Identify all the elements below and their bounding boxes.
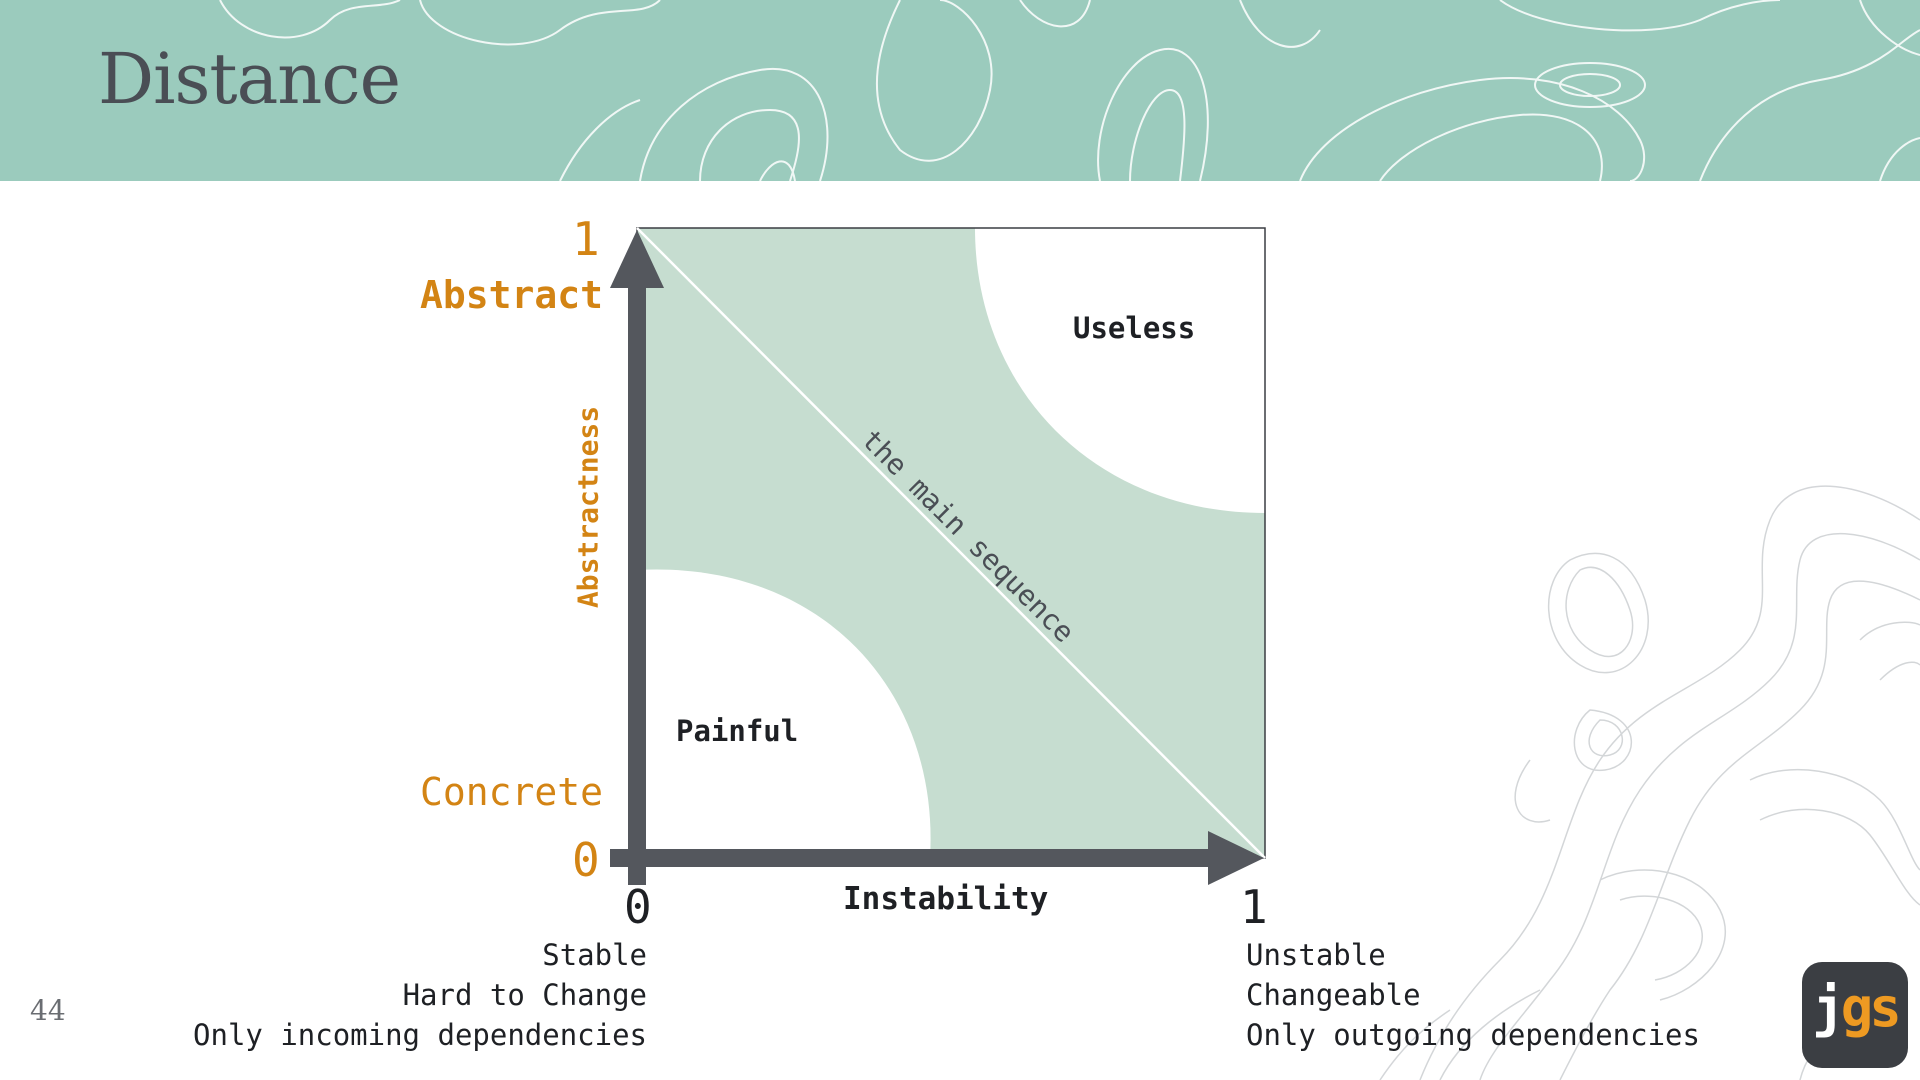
slide-title: Distance [98, 38, 401, 120]
slide-number: 44 [30, 994, 66, 1027]
x-axis [610, 849, 1215, 867]
x-axis-max-value: 1 [1240, 880, 1268, 934]
x-axis-min-value: 0 [624, 880, 652, 934]
topo-pattern [0, 0, 1920, 181]
y-axis-min-value: 0 [572, 833, 600, 887]
painful-zone [637, 569, 931, 858]
useless-zone [975, 228, 1265, 513]
main-sequence-line [636, 227, 1266, 859]
y-axis-title: Abstractness [571, 405, 605, 609]
header-banner [0, 0, 1920, 181]
logo-j: j [1812, 976, 1844, 1039]
y-axis-top-label: Abstract [420, 273, 604, 317]
y-axis-max-value: 1 [572, 212, 600, 266]
outgoing-deps-note: Only outgoing dependencies [1246, 1018, 1700, 1052]
incoming-deps-note: Only incoming dependencies [193, 1018, 647, 1052]
y-axis [628, 280, 646, 885]
hard-to-change-note: Hard to Change [402, 978, 647, 1012]
painful-zone-label: Painful [676, 714, 799, 748]
useless-zone-label: Useless [1073, 311, 1196, 345]
changeable-note: Changeable [1246, 978, 1421, 1012]
jgs-logo: jgs [1802, 962, 1908, 1068]
stable-note: Stable [542, 938, 647, 972]
logo-gs: gs [1840, 976, 1902, 1039]
x-axis-title: Instability [843, 881, 1049, 917]
unstable-note: Unstable [1246, 938, 1386, 972]
y-axis-arrow [610, 230, 664, 288]
x-axis-arrow [1208, 831, 1264, 885]
y-axis-bottom-label: Concrete [420, 770, 604, 814]
